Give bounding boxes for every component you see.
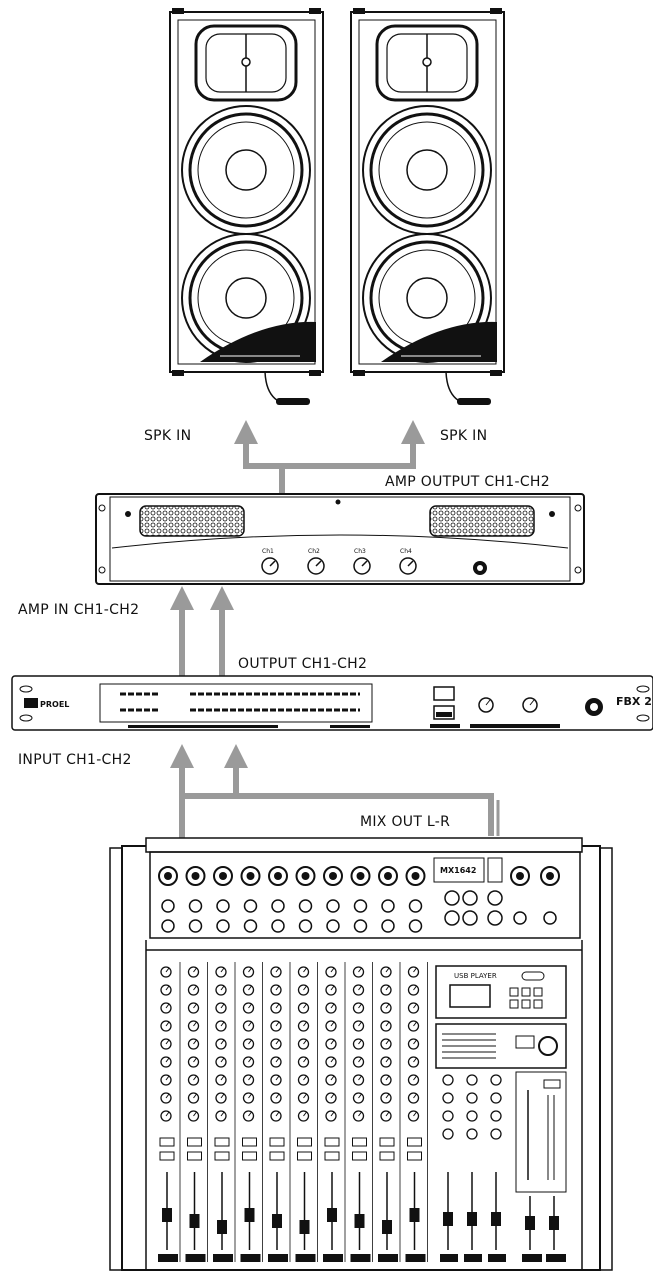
processor-logo: PROEL xyxy=(24,698,69,709)
svg-text:PROEL: PROEL xyxy=(40,700,69,709)
signal-cables xyxy=(182,432,498,838)
power-amplifier: Ch1 Ch2 Ch3 Ch4 xyxy=(96,494,584,584)
speaker-processor: PROEL FBX 224 xyxy=(12,676,653,730)
label-amp-in: AMP IN CH1-CH2 xyxy=(18,602,139,618)
mixer: MX1642 USB PLAYER xyxy=(110,838,612,1270)
svg-text:Ch2: Ch2 xyxy=(308,548,320,555)
label-output: OUTPUT CH1-CH2 xyxy=(238,656,367,672)
label-input: INPUT CH1-CH2 xyxy=(18,752,132,768)
svg-text:Ch1: Ch1 xyxy=(262,548,274,555)
processor-power-knob xyxy=(585,698,603,716)
svg-text:Ch3: Ch3 xyxy=(354,548,366,555)
amp-power-switch xyxy=(473,561,487,575)
processor-model: FBX 224 xyxy=(616,695,653,708)
label-amp-output: AMP OUTPUT CH1-CH2 xyxy=(385,474,550,490)
label-spk-in-left: SPK IN xyxy=(144,428,191,444)
label-spk-in-right: SPK IN xyxy=(440,428,487,444)
speaker-right xyxy=(351,8,504,405)
speaker-left xyxy=(170,8,323,405)
svg-text:MX1642: MX1642 xyxy=(440,866,476,875)
svg-text:USB PLAYER: USB PLAYER xyxy=(454,972,497,980)
label-mix-out: MIX OUT L-R xyxy=(360,814,450,830)
svg-text:Ch4: Ch4 xyxy=(400,548,412,555)
